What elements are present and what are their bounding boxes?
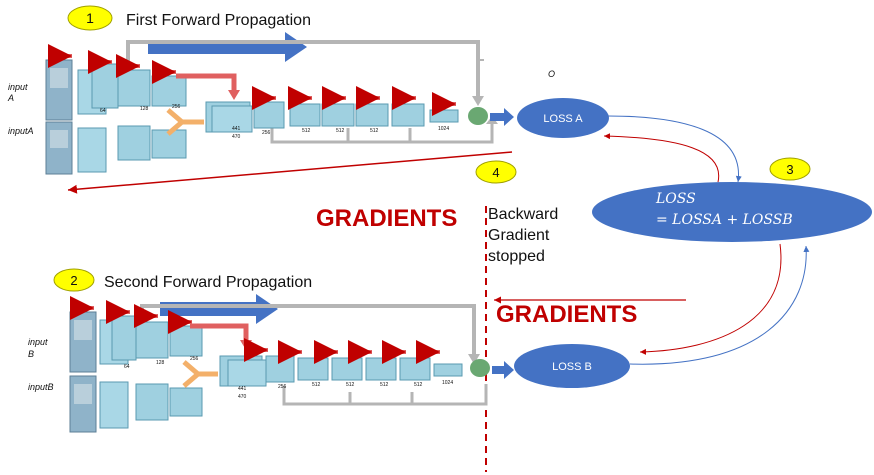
loss-b-label: LOSS B xyxy=(552,361,592,373)
gradient-arrow-to-input-a xyxy=(67,151,513,194)
dim-label: 256 xyxy=(190,356,199,362)
skip-connector-b xyxy=(182,360,218,388)
skip-connector-a xyxy=(166,108,204,136)
gradient-total-to-loss-b xyxy=(639,243,782,355)
forward-arrow-a xyxy=(148,32,307,62)
total-loss-line2: = LOSSA + LOSSB xyxy=(656,212,793,228)
dim-label: 256 xyxy=(278,384,287,390)
dim-label: 1024 xyxy=(438,126,449,132)
network-a: 64 128 256 441 470 256 512 512 512 1024 xyxy=(45,32,514,175)
input-b-label: input xyxy=(28,337,48,347)
output-node-b xyxy=(470,359,490,377)
dim-label: 512 xyxy=(312,382,321,388)
gradients-label-left: GRADIENTS xyxy=(316,205,457,232)
dim-label: 128 xyxy=(156,360,165,366)
input-a-label-2: A xyxy=(7,93,14,103)
step-2-badge xyxy=(53,268,95,292)
dim-label: 256 xyxy=(262,130,271,136)
arrow-to-loss-b xyxy=(492,361,514,379)
dim-label: 512 xyxy=(380,382,389,388)
loss-a-label: LOSS A xyxy=(543,113,583,125)
dim-label: 470 xyxy=(232,134,241,140)
arrow-loss-b-to-total xyxy=(629,245,810,365)
grey-path-b-bottom xyxy=(282,384,488,406)
step-3-number: 3 xyxy=(786,162,793,177)
network-b: 64 128 256 441 470 256 512 512 512 512 1… xyxy=(69,294,514,433)
backward-line1: Backward xyxy=(488,206,558,223)
step-4-badge xyxy=(475,160,517,184)
total-loss-node xyxy=(592,182,872,242)
input-b-label-2: B xyxy=(28,349,34,359)
input-a-label: input xyxy=(8,82,28,92)
gradient-total-to-loss-a xyxy=(603,133,720,183)
arrow-loss-a-to-total xyxy=(607,115,742,183)
dim-label: 128 xyxy=(140,106,149,112)
input-a-bottom-label: inputA xyxy=(8,126,34,136)
dim-label: 64 xyxy=(124,364,130,370)
total-loss-line1: LOSS xyxy=(655,191,696,207)
dim-label: 441 xyxy=(238,386,247,392)
grey-path-a-top xyxy=(126,40,480,100)
dim-label: 441 xyxy=(232,126,241,132)
dim-label: 512 xyxy=(336,128,345,134)
step-1-label: First Forward Propagation xyxy=(126,12,311,29)
o-label: O xyxy=(548,69,555,79)
step-3-badge xyxy=(769,157,811,181)
arrow-to-loss-a xyxy=(490,108,514,126)
step-2-number: 2 xyxy=(70,273,77,288)
dim-label: 512 xyxy=(370,128,379,134)
dim-label: 512 xyxy=(302,128,311,134)
loss-b-node xyxy=(514,344,630,388)
backward-line3: stopped xyxy=(488,248,545,265)
step-2-label: Second Forward Propagation xyxy=(104,274,312,291)
gradients-label-right: GRADIENTS xyxy=(496,301,637,328)
input-b-bottom-label: inputB xyxy=(28,382,54,392)
dim-label: 470 xyxy=(238,394,247,400)
upconv-arrow-a xyxy=(176,73,237,94)
dim-label: 1024 xyxy=(442,380,453,386)
grey-path-a-bottom xyxy=(270,120,494,144)
dim-label: 256 xyxy=(172,104,181,110)
dim-label: 512 xyxy=(346,382,355,388)
step-1-number: 1 xyxy=(86,10,94,26)
dim-label: 512 xyxy=(414,382,423,388)
output-node-a xyxy=(468,107,488,125)
dim-label: 64 xyxy=(100,108,106,114)
step-4-number: 4 xyxy=(492,165,499,180)
loss-a-node xyxy=(517,98,609,138)
forward-arrow-b xyxy=(160,294,278,324)
step-1-badge xyxy=(67,5,113,31)
backward-line2: Gradient xyxy=(488,227,550,244)
